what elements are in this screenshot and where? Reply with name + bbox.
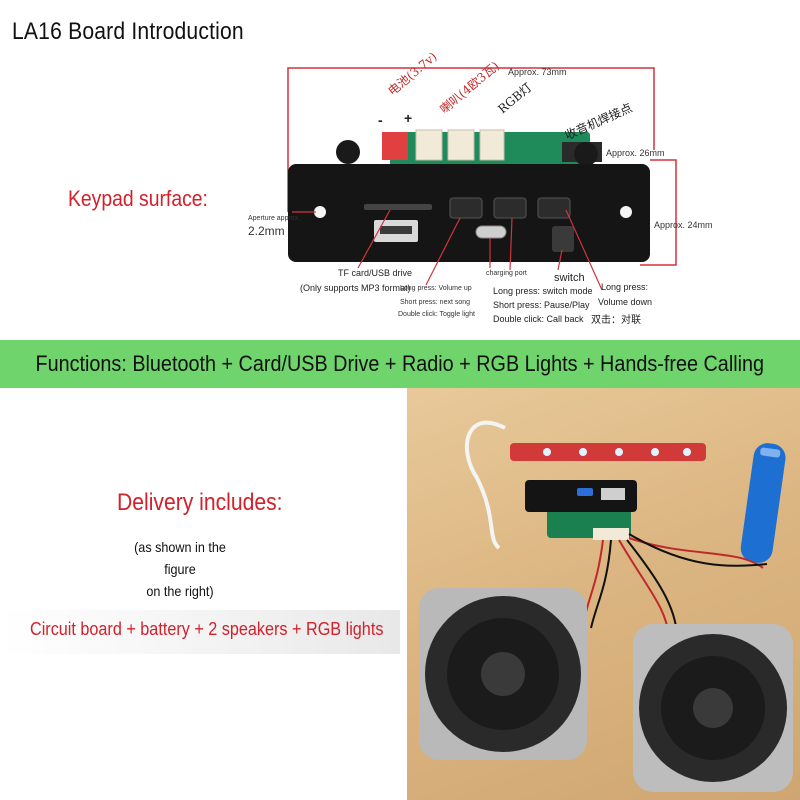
delivery-note: (as shown in the figure on the right) bbox=[126, 536, 234, 602]
speaker-left bbox=[419, 588, 587, 760]
pointer-lines bbox=[292, 209, 603, 291]
btn-right-long2-label: Volume down bbox=[598, 297, 653, 307]
btn-right-double-cn-label: 双击：对联 bbox=[591, 315, 641, 326]
battery-connector bbox=[382, 132, 408, 160]
button-next bbox=[537, 197, 571, 219]
dim-width-label: Approx. 73mm bbox=[508, 67, 567, 77]
tf-usb-label: TF card/USB drive bbox=[338, 268, 413, 278]
switch-label: switch bbox=[554, 272, 585, 284]
mount-post-right bbox=[574, 142, 598, 166]
page-title: LA16 Board Introduction bbox=[12, 18, 244, 45]
rgb-light-strip bbox=[510, 443, 706, 461]
led-4 bbox=[651, 448, 659, 456]
contents-bar bbox=[0, 610, 400, 654]
photo-connectors bbox=[593, 528, 629, 540]
dimension-lines bbox=[287, 67, 677, 266]
led-1 bbox=[543, 448, 551, 456]
speaker-connector-2 bbox=[447, 129, 475, 161]
functions-banner: Functions: Bluetooth + Card/USB Drive + … bbox=[0, 340, 800, 388]
btn-left-long-label: Long press: Volume up bbox=[400, 285, 472, 292]
mount-post-left bbox=[336, 140, 360, 164]
aperture-value: 2.2mm bbox=[248, 224, 285, 238]
aperture-hole-left bbox=[314, 206, 326, 218]
aperture-hole-right bbox=[620, 206, 632, 218]
speaker-connector-1 bbox=[415, 129, 443, 161]
keypad-surface-label: Keypad surface: bbox=[68, 186, 208, 211]
led-5 bbox=[683, 448, 691, 456]
tf-slot bbox=[364, 204, 432, 210]
minus-sign: - bbox=[378, 112, 383, 128]
delivery-heading: Delivery includes: bbox=[117, 489, 283, 516]
battery bbox=[740, 443, 786, 563]
btn-mid-double-label: Double click: Call back bbox=[493, 314, 584, 324]
white-cable bbox=[464, 420, 506, 550]
functions-text: Functions: Bluetooth + Card/USB Drive + … bbox=[35, 351, 765, 376]
btn-left-double-label: Double click: Toggle light bbox=[398, 311, 475, 318]
dim-height2-label: Approx. 24mm bbox=[654, 220, 713, 230]
product-photo bbox=[407, 388, 800, 800]
board-diagram bbox=[287, 67, 677, 291]
product-photo-illustration bbox=[419, 420, 793, 792]
charging-port-label: charging port bbox=[486, 270, 527, 277]
tf-usb-note: (Only supports MP3 format) bbox=[300, 283, 411, 293]
btn-mid-short-label: Short press: Pause/Play bbox=[493, 300, 590, 310]
rgb-connector bbox=[479, 129, 505, 161]
btn-right-long-label: Long press: bbox=[601, 282, 649, 292]
dim-height-label: Approx. 26mm bbox=[606, 148, 665, 158]
plus-sign: + bbox=[404, 110, 413, 126]
button-play bbox=[493, 197, 527, 219]
aperture-label: Aperture approx. bbox=[248, 215, 301, 222]
btn-mid-long-label: Long press: switch mode bbox=[493, 286, 593, 296]
speaker-right bbox=[633, 624, 793, 792]
delivery-note-line-2: on the right) bbox=[146, 583, 214, 599]
led-3 bbox=[615, 448, 623, 456]
delivery-note-line-1: (as shown in the figure bbox=[134, 539, 226, 577]
charging-port bbox=[475, 225, 507, 239]
led-2 bbox=[579, 448, 587, 456]
button-prev bbox=[449, 197, 483, 219]
power-switch bbox=[552, 226, 574, 252]
contents-text: Circuit board + battery + 2 speakers + R… bbox=[30, 619, 384, 639]
btn-left-short-label: Short press: next song bbox=[400, 299, 471, 306]
